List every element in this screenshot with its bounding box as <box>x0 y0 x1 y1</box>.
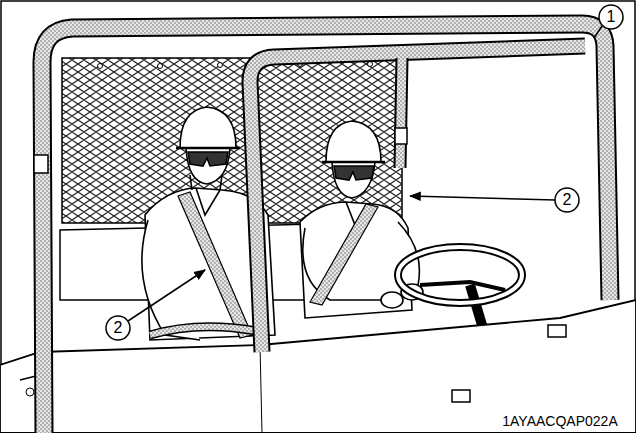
hood <box>0 300 636 433</box>
figure-code: 1AYAACQAP022A <box>502 414 617 428</box>
hood-latch <box>548 325 566 337</box>
callout-number: 1 <box>607 9 616 25</box>
callout-number: 2 <box>563 192 572 208</box>
hood-latch <box>452 390 470 402</box>
steering-wheel <box>398 247 522 335</box>
rops-frame <box>42 24 610 433</box>
callout-number: 2 <box>114 320 123 336</box>
callout-circle <box>106 5 623 340</box>
leader-line <box>128 26 602 321</box>
